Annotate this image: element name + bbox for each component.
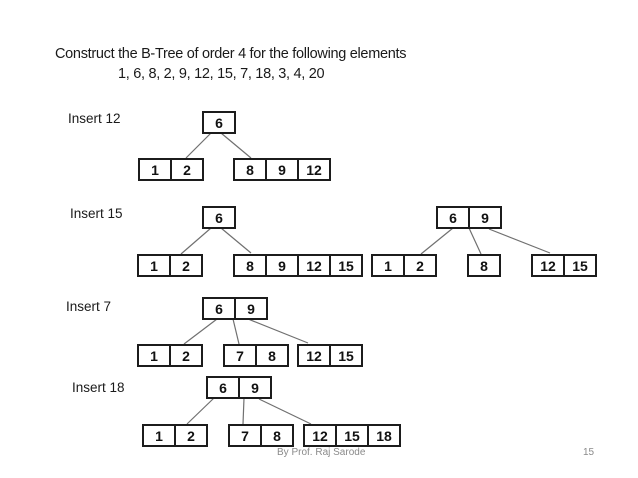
tree-insert15-before-child-left: 1 2 [137, 254, 203, 277]
tree-key-cell: 12 [297, 344, 331, 367]
tree-key-cell: 7 [223, 344, 257, 367]
tree-key-cell: 12 [531, 254, 565, 277]
tree-insert15-before-child-right: 8 9 12 15 [233, 254, 363, 277]
slide-title-elements: 1, 6, 8, 2, 9, 12, 15, 7, 18, 3, 4, 20 [118, 66, 325, 82]
tree-key-cell: 9 [265, 158, 299, 181]
tree-insert18-child-3: 12 15 18 [303, 424, 401, 447]
tree-insert7-root: 6 9 [202, 297, 268, 320]
tree-insert18-child-2: 7 8 [228, 424, 294, 447]
tree-key-cell: 6 [436, 206, 470, 229]
step-label-insert-7: Insert 7 [66, 299, 112, 314]
tree-key-cell: 8 [467, 254, 501, 277]
tree-key-cell: 9 [234, 297, 268, 320]
tree-key-cell: 15 [335, 424, 369, 447]
step-label-insert-15: Insert 15 [70, 206, 123, 221]
tree-key-cell: 9 [468, 206, 502, 229]
tree-key-cell: 8 [255, 344, 289, 367]
tree-insert12-child-right: 8 9 12 [233, 158, 331, 181]
tree-key-cell: 12 [297, 254, 331, 277]
tree-insert7-child-2: 7 8 [223, 344, 289, 367]
tree-key-cell: 2 [169, 344, 203, 367]
tree-key-cell: 2 [174, 424, 208, 447]
tree-key-cell: 12 [297, 158, 331, 181]
tree-key-cell: 7 [228, 424, 262, 447]
tree-key-cell: 18 [367, 424, 401, 447]
tree-key-cell: 2 [169, 254, 203, 277]
tree-key-cell: 6 [206, 376, 240, 399]
tree-insert18-root: 6 9 [206, 376, 272, 399]
tree-key-cell: 15 [329, 254, 363, 277]
tree-key-cell: 1 [138, 158, 172, 181]
tree-insert15-after-root: 6 9 [436, 206, 502, 229]
tree-key-cell: 9 [238, 376, 272, 399]
tree-insert7-child-3: 12 15 [297, 344, 363, 367]
tree-key-cell: 12 [303, 424, 337, 447]
tree-key-cell: 9 [265, 254, 299, 277]
slide-title: Construct the B-Tree of order 4 for the … [55, 46, 407, 62]
tree-key-cell: 15 [563, 254, 597, 277]
tree-key-cell: 8 [233, 254, 267, 277]
tree-insert12-root: 6 [202, 111, 236, 134]
tree-key-cell: 8 [260, 424, 294, 447]
tree-key-cell: 1 [137, 344, 171, 367]
tree-key-cell: 15 [329, 344, 363, 367]
tree-key-cell: 1 [142, 424, 176, 447]
step-label-insert-12: Insert 12 [68, 111, 121, 126]
tree-key-cell: 6 [202, 297, 236, 320]
tree-insert18-child-1: 1 2 [142, 424, 208, 447]
tree-key-cell: 6 [202, 111, 236, 134]
page-number: 15 [583, 447, 595, 458]
footer-author: By Prof. Raj Sarode [277, 447, 366, 458]
tree-insert15-after-child-1: 1 2 [371, 254, 437, 277]
tree-insert12-child-left: 1 2 [138, 158, 204, 181]
tree-insert7-child-1: 1 2 [137, 344, 203, 367]
tree-insert15-after-child-2: 8 [467, 254, 501, 277]
tree-key-cell: 8 [233, 158, 267, 181]
tree-key-cell: 1 [371, 254, 405, 277]
tree-insert15-before-root: 6 [202, 206, 236, 229]
tree-key-cell: 6 [202, 206, 236, 229]
tree-key-cell: 1 [137, 254, 171, 277]
tree-key-cell: 2 [403, 254, 437, 277]
tree-insert15-after-child-3: 12 15 [531, 254, 597, 277]
tree-key-cell: 2 [170, 158, 204, 181]
step-label-insert-18: Insert 18 [72, 380, 125, 395]
